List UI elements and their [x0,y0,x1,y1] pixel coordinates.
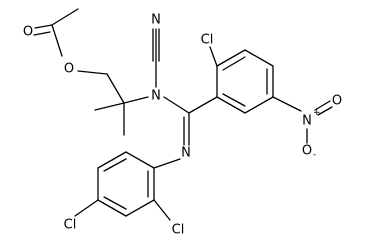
ring-b-inner-1 [103,158,127,172]
nitro-group [306,100,333,144]
ring-b-inner-2 [103,196,127,210]
cyanamide-group [152,28,160,88]
atom-cl-ortho: Cl [172,223,185,238]
bond-amine-amidine-c [163,96,190,114]
bond-methyl-carbonyl [51,8,79,26]
atom-o-carbonyl: O [23,25,33,40]
bond-quaternary-amine [123,96,149,104]
amidine-core [153,96,218,169]
bond-ring-b-cl-para [74,199,99,217]
ring-a-bond-3 [244,49,274,67]
atom-cl-para: Cl [64,218,77,233]
acetate-group [33,8,125,104]
atom-cl-top: Cl [201,33,214,48]
bond-nitro-o-top-b [314,100,331,111]
atom-labels: O O N N N Cl N + O O - Cl Cl [23,13,342,238]
bond-ring-a-nitro [272,96,302,112]
ring-a-inner-3 [222,93,246,107]
ring-a-inner-1 [222,56,246,71]
atom-o-nitro-top: O [332,94,342,109]
atom-o-ester: O [64,62,74,77]
charge-nitro-n: + [313,108,321,118]
bond-carbonyl-oxygen-b [33,31,51,36]
bond-ch2-quaternary [106,73,125,104]
bond-carbonyl-oxygen-a [34,24,53,29]
charge-nitro-o: - [313,150,316,160]
atom-n-amine: N [151,89,161,104]
dichlorophenyl-ring [74,151,171,221]
bond-imine-aryl [153,158,181,169]
bond-ester-o-ch2 [77,70,108,75]
atom-o-nitro-bottom: O [302,144,312,159]
bond-amidine-aryl [188,96,218,114]
ring-a-bond-5 [244,96,274,114]
ring-b-bond-1 [125,151,155,169]
nitro-chlorophenyl-ring [209,46,302,114]
atom-n-nitro: N [302,114,312,129]
bond-nitro-o-top-a [317,106,333,116]
gem-dimethyl-group [94,96,149,136]
ring-b-bond-2 [97,151,127,169]
bond-carbonyl-ester-o [51,24,63,57]
atom-n-nitrile: N [151,13,161,28]
bond-ring-b-cl-ortho [153,199,171,221]
bond-ring-a-cl [209,46,218,67]
ring-a-bond-6 [216,96,246,114]
atom-n-imine: N [181,146,191,161]
ring-b-bond-4 [97,199,127,217]
ring-b-bond-5 [125,199,155,217]
ring-a-bond-2 [216,49,246,67]
bond-methyl-1 [94,102,125,111]
